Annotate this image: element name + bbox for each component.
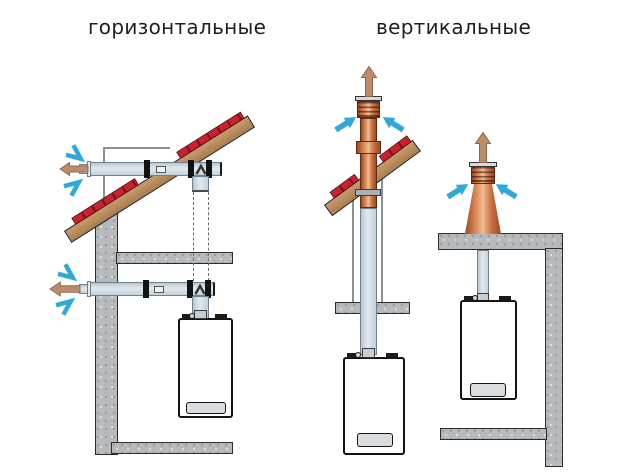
section-title-horizontal: горизонтальные bbox=[88, 15, 267, 39]
floor-slab bbox=[111, 442, 233, 454]
hidden-riser-right-edge bbox=[207, 192, 209, 281]
intake-arrow-icon bbox=[57, 263, 78, 282]
duct-shaft-left-line bbox=[352, 185, 354, 302]
upper-tee-clamp-left bbox=[188, 160, 194, 178]
chimney-terminal-rings bbox=[357, 101, 380, 118]
lower-pipe-clamp bbox=[143, 280, 149, 298]
intake-arrow-icon bbox=[495, 184, 518, 200]
roof-tiles-upper bbox=[378, 135, 412, 163]
lower-flue-collar bbox=[87, 281, 91, 297]
flow-chevron-icon bbox=[195, 163, 207, 175]
exhaust-arrow-icon bbox=[49, 281, 81, 297]
upper-tee-clamp-right bbox=[206, 160, 212, 178]
exhaust-arrow-icon bbox=[360, 65, 378, 97]
copper-chimney-sleeve bbox=[356, 141, 381, 154]
boiler-control-panel bbox=[357, 433, 393, 447]
gable-flashing-horizontal bbox=[103, 147, 170, 149]
chimney-support-clamp bbox=[355, 189, 381, 196]
duct-shaft-right-line bbox=[381, 165, 383, 302]
exhaust-arrow-icon bbox=[59, 161, 89, 177]
boiler-valve bbox=[355, 352, 361, 358]
upper-tee-branch bbox=[192, 176, 209, 192]
intake-arrow-icon bbox=[334, 117, 357, 133]
boiler-flue-adapter bbox=[362, 348, 375, 358]
house-wall bbox=[95, 210, 118, 455]
intake-arrow-icon bbox=[55, 297, 76, 316]
boiler-top-fitting bbox=[499, 296, 511, 301]
floor-slab bbox=[440, 428, 547, 440]
intake-arrow-icon bbox=[446, 184, 469, 200]
intake-arrow-icon bbox=[382, 117, 405, 133]
upper-pipe-clamp bbox=[144, 160, 150, 178]
intake-arrow-icon bbox=[65, 144, 86, 163]
lower-tee-clamp-left bbox=[187, 280, 193, 298]
boiler-control-panel bbox=[470, 383, 506, 397]
boiler-top-fitting bbox=[386, 353, 398, 358]
upper-inspection-hatch bbox=[156, 166, 166, 173]
boiler-control-panel bbox=[186, 402, 226, 414]
roof-tiles-upper bbox=[176, 111, 245, 159]
copper-chimney-pipe bbox=[360, 118, 377, 208]
boiler bbox=[178, 318, 233, 418]
exhaust-arrow-icon bbox=[474, 131, 492, 163]
boiler-top-fitting bbox=[215, 314, 227, 319]
flow-chevron-icon bbox=[194, 283, 206, 295]
roof-beam bbox=[64, 111, 256, 243]
boiler-flue-adapter bbox=[194, 310, 207, 319]
ceiling-slab bbox=[116, 252, 233, 264]
section-title-vertical: вертикальные bbox=[376, 15, 532, 39]
lower-inspection-hatch bbox=[154, 286, 164, 293]
chimney-terminal-rings bbox=[471, 166, 495, 184]
boiler-top-fitting bbox=[464, 296, 473, 301]
vertical-flue-pipe bbox=[477, 250, 489, 295]
boiler-valve bbox=[472, 295, 478, 301]
intake-arrow-icon bbox=[63, 178, 84, 197]
boiler-top-fitting bbox=[347, 353, 356, 358]
lower-tee-clamp-right bbox=[205, 280, 211, 298]
boiler-valve bbox=[189, 313, 195, 319]
house-wall bbox=[545, 248, 563, 467]
hidden-riser-left-edge bbox=[193, 192, 194, 281]
vertical-flue-pipe bbox=[360, 208, 377, 355]
boiler-top-fitting bbox=[182, 314, 191, 319]
